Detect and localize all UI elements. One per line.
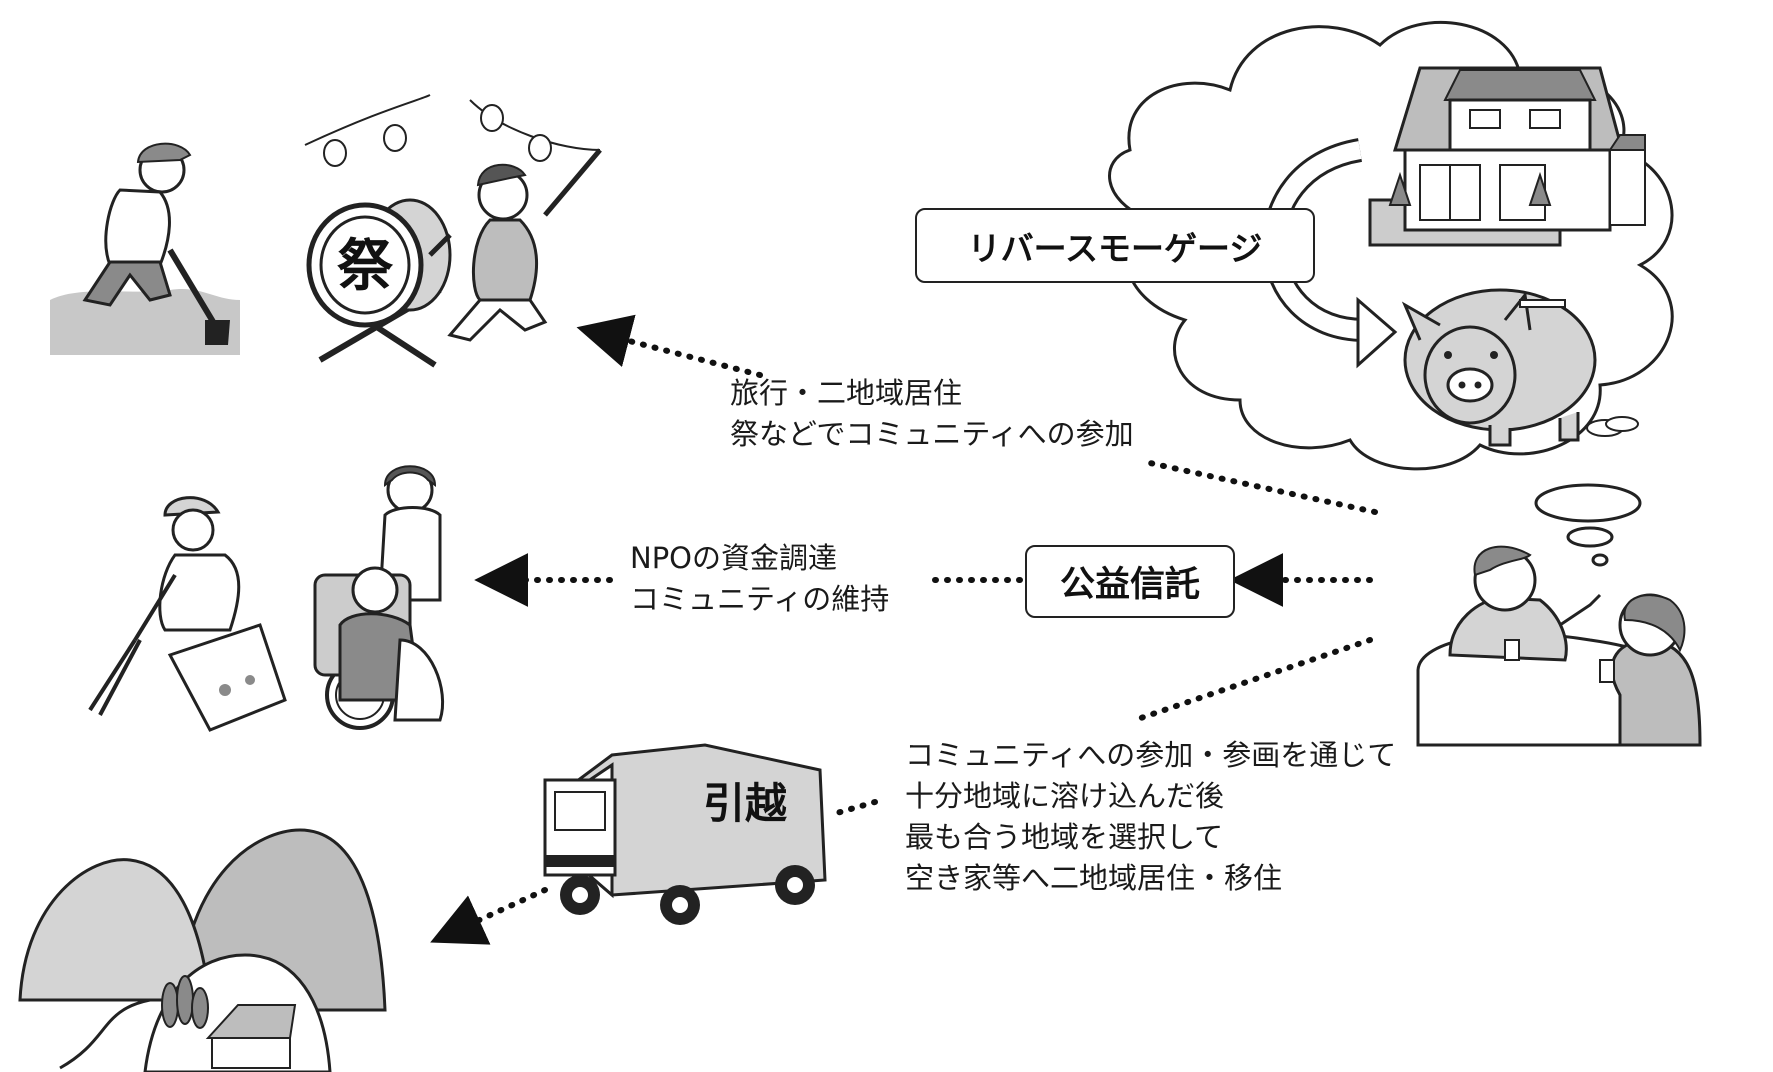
festival-drum-label: 祭 [337,234,394,299]
caregiver-icon [313,465,445,730]
arrow-couple-to-relocate-caption [1132,637,1373,723]
village-landscape-icon [18,828,387,1072]
farmer-icon [50,142,240,355]
thought-bubble-large [1534,483,1642,523]
relocate-caption-line: 最も合う地域を選択して [905,820,1224,854]
thought-bubble-medium [1566,526,1614,548]
relocate-caption: コミュニティへの参加・参画を通じて 十分地域に溶け込んだ後 最も合う地域を選択し… [905,735,1396,899]
arrow-truck-to-village [430,887,548,945]
relocate-caption-line: 十分地域に溶け込んだ後 [905,779,1225,813]
moving-truck-icon: 引越 [543,743,827,925]
house-icon [1368,66,1646,247]
arrow-travel-to-festival [576,314,763,378]
arrow-couple-to-travel-caption [1147,460,1378,515]
npo-caption: NPOの資金調達 コミュニティの維持 [630,538,889,620]
public-trust-label: 公益信託 [1025,545,1235,618]
volunteer-icon [88,496,287,732]
relocate-caption-line: コミュニティへの参加・参画を通じて [905,738,1397,772]
elderly-couple-icon [1416,545,1702,747]
truck-side-label: 引越 [703,779,788,828]
thought-bubble-small [1591,553,1609,567]
public-trust-text: 公益信託 [1059,565,1200,605]
npo-caption-line: コミュニティの維持 [630,582,890,616]
travel-caption-line: 旅行・二地域居住 [730,376,963,410]
piggy-bank-icon [1401,288,1639,447]
reverse-mortgage-text: リバースモーゲージ [967,228,1263,268]
relocate-caption-line: 空き家等へ二地域居住・移住 [905,861,1283,895]
travel-caption-line: 祭などでコミュニティへの参加 [730,417,1134,451]
arrow-caption-to-truck [827,799,878,818]
reverse-mortgage-label: リバースモーゲージ [915,208,1315,283]
travel-caption: 旅行・二地域居住 祭などでコミュニティへの参加 [730,373,1134,455]
connector-arrows [430,314,1378,945]
npo-caption-line: NPOの資金調達 [630,541,838,575]
festival-icon: 祭 [304,94,602,368]
